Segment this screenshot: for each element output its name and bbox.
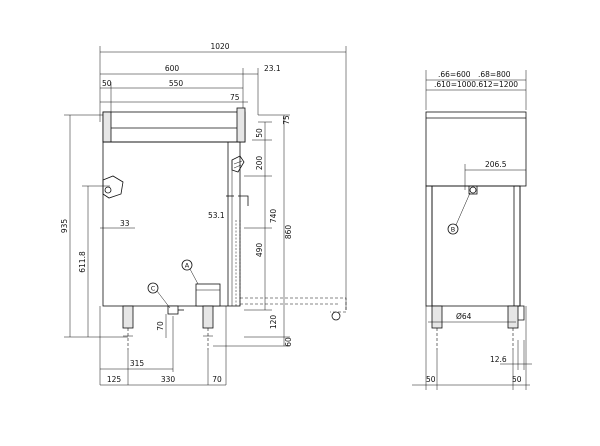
- dim-550: 550: [169, 79, 184, 88]
- dim-75-a: 75: [230, 93, 240, 102]
- dim-206-5: 206.5: [485, 160, 507, 169]
- dim-50-right-side: 50: [512, 375, 522, 384]
- dim-315: 315: [130, 359, 145, 368]
- top-dimension-lines: [99, 46, 347, 310]
- dim-60: 60: [284, 337, 293, 347]
- dim-phi64: Ø64: [456, 312, 472, 321]
- dim-935: 935: [60, 219, 69, 234]
- front-view: 1020 600 23.1 50 550 75: [60, 42, 347, 386]
- dim-70-horizontal: 70: [212, 375, 222, 384]
- size-68: .68=800: [478, 70, 511, 79]
- dim-740: 740: [269, 209, 278, 224]
- dim-200: 200: [255, 156, 264, 171]
- dim-120: 120: [269, 315, 278, 330]
- dim-600: 600: [165, 64, 180, 73]
- dim-50-top: 50: [102, 79, 112, 88]
- dim-70-vertical: 70: [156, 321, 165, 331]
- dim-611-8: 611.8: [78, 251, 87, 273]
- callout-a-marker: [181, 259, 193, 271]
- dim-490: 490: [255, 243, 264, 258]
- side-view: .66=600 .68=800 .610=1000 .612=1200 206.…: [412, 70, 532, 390]
- side-body: [425, 111, 527, 350]
- callout-b-marker: [447, 223, 459, 235]
- dim-53-1: 53.1: [208, 211, 225, 220]
- dim-75-b: 75: [282, 115, 291, 125]
- dim-1020: 1020: [210, 42, 229, 51]
- callout-c-marker: [147, 282, 159, 294]
- size-610: .610=1000: [434, 80, 476, 89]
- appliance-body: [102, 107, 347, 350]
- callout-c: C: [151, 285, 156, 293]
- dim-330: 330: [161, 375, 176, 384]
- right-dimension-lines: [213, 114, 290, 347]
- size-66: .66=600: [438, 70, 471, 79]
- callout-b: B: [451, 226, 455, 234]
- dim-23-1: 23.1: [264, 64, 281, 73]
- dim-50-right: 50: [255, 128, 264, 138]
- dim-12-6: 12.6: [490, 355, 507, 364]
- size-612: .612=1200: [476, 80, 518, 89]
- dim-125: 125: [107, 375, 122, 384]
- dim-50-left: 50: [426, 375, 436, 384]
- dim-860: 860: [284, 225, 293, 240]
- left-dimension-lines: [64, 114, 135, 338]
- bottom-dimension-lines: [99, 306, 227, 386]
- callout-a: A: [185, 262, 190, 270]
- dim-33: 33: [120, 219, 130, 228]
